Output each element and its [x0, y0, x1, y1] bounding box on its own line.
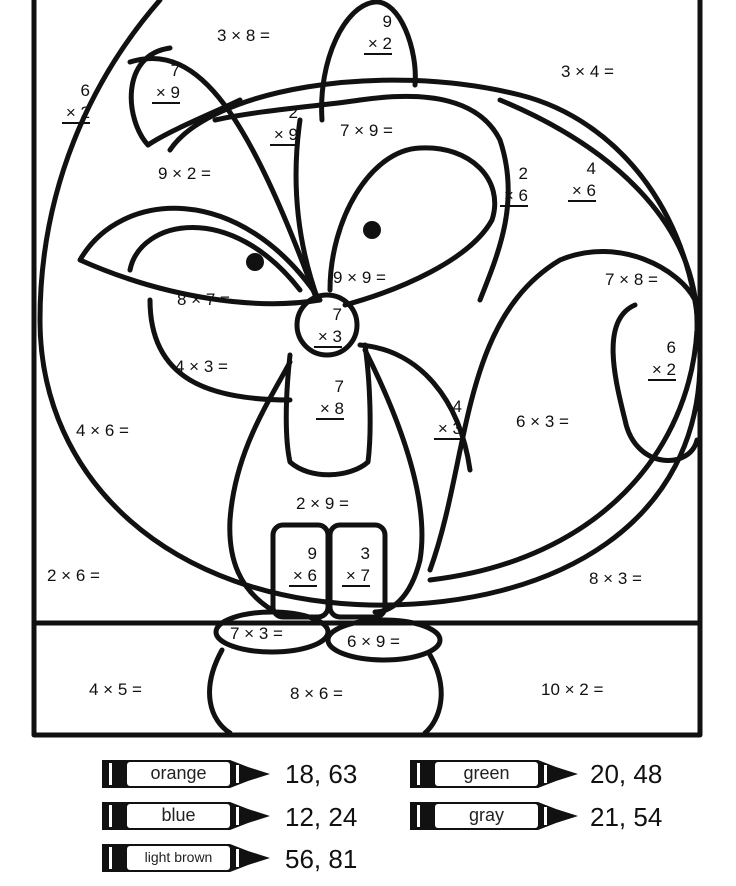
stacked-top-number: 2: [518, 164, 528, 183]
equation-label: 4 × 6 =: [76, 421, 129, 440]
equation-label: 10 × 2 =: [541, 680, 604, 699]
left-ear: [128, 45, 243, 148]
equation-label: 7 × 8 =: [605, 270, 658, 289]
equation-label: 2 × 6 =: [47, 566, 100, 585]
pot-body: [207, 647, 444, 736]
stacked-top-number: 7: [334, 377, 344, 396]
stacked-problem: 9 × 2: [360, 13, 392, 57]
equation-label: 9 × 2 =: [158, 164, 211, 183]
pot-rim-right: [325, 617, 443, 663]
crayon-blue-icon: blue: [100, 800, 272, 832]
key-answers: 12, 24: [285, 802, 358, 832]
stacked-bottom-number: × 9: [151, 84, 180, 104]
nose-circle: [294, 292, 360, 358]
stacked-top-number: 6: [80, 81, 90, 100]
paw-region: [610, 302, 700, 463]
left-eye-patch: [77, 205, 323, 307]
equation-label: 4 × 5 =: [89, 680, 142, 699]
crayon-green-icon: green: [408, 758, 580, 790]
leg-region: [427, 248, 698, 573]
stacked-top-number: 4: [452, 397, 462, 416]
stacked-bottom-number: × 6: [567, 182, 596, 202]
equation-label: 3 × 8 =: [217, 26, 270, 45]
stacked-bottom-number: × 6: [499, 187, 528, 207]
right-ear: [319, 0, 418, 123]
right-eye-patch: [327, 145, 498, 308]
chest-region: [283, 342, 373, 478]
equation-label: 8 × 7 =: [177, 290, 230, 309]
left-eye-inner: [127, 225, 303, 293]
left-ear-inner: [127, 55, 318, 298]
head-outline: [212, 93, 511, 303]
key-answers: 20, 48: [590, 759, 663, 789]
stacked-bottom-number: × 9: [269, 126, 298, 146]
equation-label: 6 × 9 =: [347, 632, 400, 651]
stacked-top-number: 2: [288, 103, 298, 122]
stacked-top-number: 7: [170, 61, 180, 80]
stacked-problem: 9 × 6: [285, 545, 317, 589]
equation-label: 6 × 3 =: [516, 412, 569, 431]
back-region: [427, 97, 700, 583]
equation-label: 2 × 9 =: [296, 494, 349, 513]
stacked-bottom-number: × 2: [647, 361, 676, 381]
stacked-problem: 2 × 9: [266, 104, 298, 148]
key-answers: 21, 54: [590, 802, 663, 832]
stacked-problem: 4 × 3: [430, 398, 462, 442]
stacked-bottom-number: × 2: [61, 104, 90, 124]
crayon-color-name: light brown: [144, 849, 213, 865]
stacked-problem: 7 × 8: [312, 378, 344, 422]
stacked-bottom-number: × 3: [313, 328, 342, 348]
stacked-bottom-number: × 2: [363, 35, 392, 55]
right-cheek: [357, 342, 473, 473]
stacked-bottom-number: × 3: [433, 420, 462, 440]
crayon-color-name: gray: [468, 805, 504, 825]
right-eye-dot: [363, 221, 381, 239]
stacked-top-number: 7: [332, 305, 342, 324]
stacked-problem: 3 × 7: [338, 545, 370, 589]
equation-label: 7 × 3 =: [230, 624, 283, 643]
stacked-bottom-number: × 6: [288, 567, 317, 587]
stacked-top-number: 3: [360, 544, 370, 563]
stacked-problem: 2 × 6: [496, 165, 528, 209]
stacked-problem: 7 × 3: [310, 306, 342, 350]
crayon-light-brown-icon: light brown: [100, 842, 272, 874]
equation-label: 4 × 3 =: [175, 357, 228, 376]
right-foot: [327, 522, 388, 620]
stacked-top-number: 9: [382, 12, 392, 31]
equation-label: 8 × 3 =: [589, 569, 642, 588]
body-outline: [227, 347, 425, 615]
equation-label: 3 × 4 =: [561, 62, 614, 81]
stacked-bottom-number: × 8: [315, 400, 344, 420]
key-answers: 18, 63: [285, 759, 358, 789]
stacked-problem: 6 × 2: [644, 339, 676, 383]
crayon-gray-icon: gray: [408, 800, 580, 832]
stacked-problem: 4 × 6: [564, 160, 596, 204]
stacked-top-number: 6: [666, 338, 676, 357]
crayon-color-name: orange: [150, 763, 207, 783]
equation-label: 8 × 6 =: [290, 684, 343, 703]
stacked-top-number: 4: [586, 159, 596, 178]
key-answers: 56, 81: [285, 844, 358, 874]
equation-label: 7 × 9 =: [340, 121, 393, 140]
stacked-problem: 7 × 9: [148, 62, 180, 106]
crayon-color-name: blue: [161, 805, 196, 825]
equation-label: 9 × 9 =: [333, 268, 386, 287]
stacked-top-number: 9: [307, 544, 317, 563]
pot-rim-left: [213, 609, 331, 655]
crayon-color-name: green: [463, 763, 510, 783]
left-cheek: [147, 297, 293, 403]
stacked-bottom-number: × 7: [341, 567, 370, 587]
left-eye-dot: [246, 253, 264, 271]
tail-region: [37, 0, 703, 608]
stacked-problem: 6 × 2: [58, 82, 90, 126]
crayon-orange-icon: orange: [100, 758, 272, 790]
